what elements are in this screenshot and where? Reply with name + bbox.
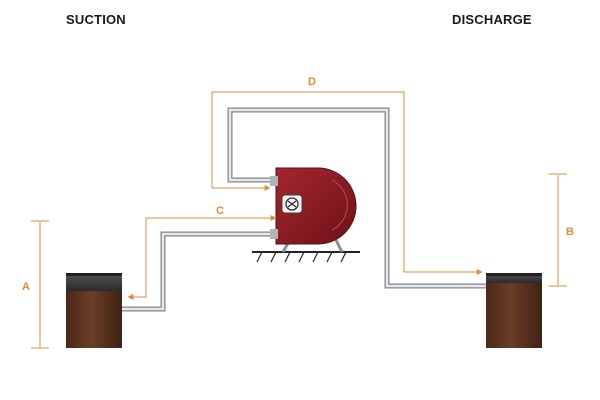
pump xyxy=(270,167,357,253)
dimension-c: C xyxy=(127,205,277,300)
suction-pipe xyxy=(122,231,276,312)
dimension-a: A xyxy=(22,220,49,349)
dimension-a-label: A xyxy=(22,281,30,293)
pump-base xyxy=(252,251,360,263)
dimension-d: D xyxy=(211,76,483,275)
suction-tank xyxy=(66,273,122,348)
dimension-d-label: D xyxy=(308,76,316,88)
pump-rotor-icon xyxy=(281,194,303,214)
discharge-tank xyxy=(486,273,542,348)
dimension-c-label: C xyxy=(216,205,224,217)
dimension-b: B xyxy=(549,173,574,287)
discharge-heading: DISCHARGE xyxy=(452,12,532,27)
discharge-pipe xyxy=(227,107,488,289)
suction-heading: SUCTION xyxy=(66,12,126,27)
dimension-b-label: B xyxy=(566,226,574,238)
